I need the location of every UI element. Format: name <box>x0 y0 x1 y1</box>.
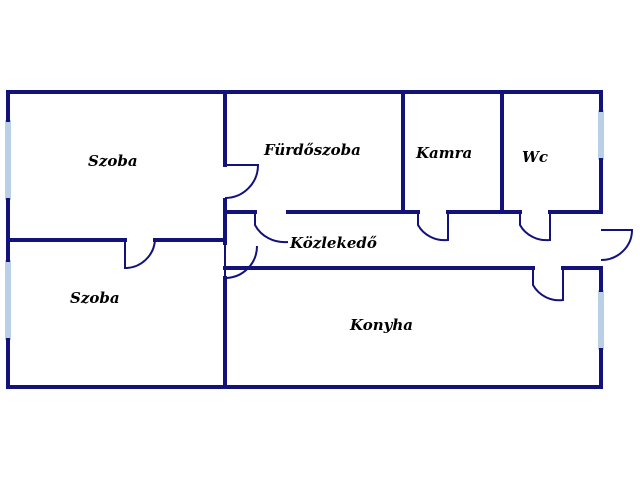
door-wc <box>519 212 551 242</box>
door-szoba-2-corridor <box>224 243 258 280</box>
door-entrance <box>600 229 634 261</box>
window-left-top <box>5 120 11 200</box>
doors <box>124 164 634 302</box>
window-right-top <box>598 110 604 160</box>
room-label-wc: Wc <box>522 148 548 166</box>
room-label-kozlekedo: Közlekedő <box>289 234 377 252</box>
room-label-furdoszoba: Fürdőszoba <box>263 141 361 159</box>
windows <box>5 110 604 350</box>
door-kamra <box>417 212 449 242</box>
window-left-bottom <box>5 260 11 340</box>
door-szoba-2 <box>124 239 156 270</box>
walls <box>6 90 603 389</box>
door-szoba-1 <box>224 164 260 199</box>
door-furdoszoba <box>254 212 289 244</box>
room-label-konyha: Konyha <box>349 316 413 334</box>
room-labels: Szoba Fürdőszoba Kamra Wc Közlekedő Szob… <box>70 141 548 334</box>
window-right-bottom <box>598 290 604 350</box>
room-label-szoba-2: Szoba <box>70 289 120 307</box>
room-label-szoba-1: Szoba <box>88 152 138 170</box>
door-konyha <box>532 268 564 302</box>
room-label-kamra: Kamra <box>415 144 472 162</box>
